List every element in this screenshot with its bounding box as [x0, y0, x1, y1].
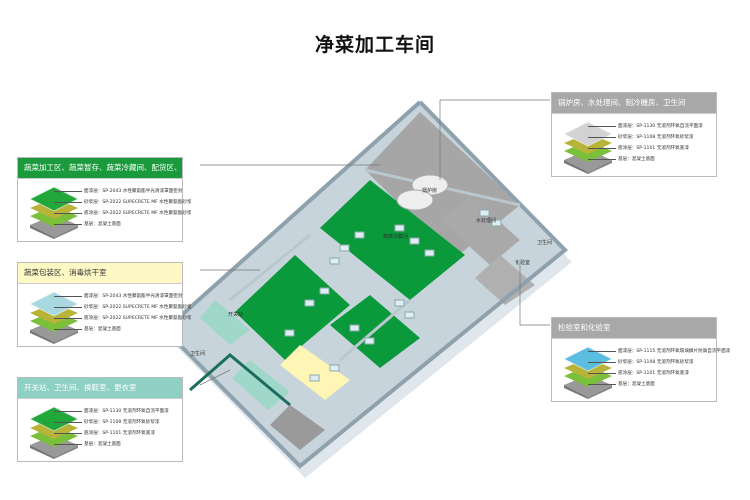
equipment-unit	[329, 257, 340, 265]
panel-heading: 检验室和化验室	[552, 318, 716, 338]
packing-area	[280, 345, 350, 400]
equipment-unit	[491, 219, 502, 227]
outer-wall	[162, 100, 568, 469]
room-label: 卫生间	[537, 239, 552, 246]
equipment-unit	[394, 224, 405, 232]
layer-label: 底涂层：SP-1101 无溶剂环氧底漆	[54, 428, 169, 439]
layer-label: 底涂层：SP-1101 无溶剂环氧底漆	[587, 368, 730, 379]
layer-label: 砂浆层：SP-2022 SUPECRETE MF 水性聚氨酯砂浆	[53, 197, 191, 208]
boiler-tank	[396, 189, 434, 211]
panel-vegetable-processing: 蔬菜加工区、蔬菜暂存、蔬菜冷藏间、配货区、净菜冷藏间 面漆层：SP-2043 水…	[17, 157, 191, 242]
floor-layers-icon	[28, 406, 80, 459]
layer-label: 基层：混凝土基面	[588, 154, 703, 165]
panel-vegetable-packing: 蔬菜包装区、消毒烘干室 面漆层：SP-2043 水性聚氨酯半光清漆罩面密封砂浆层…	[17, 262, 191, 347]
layer-label: 砂浆层：SP-1108 无溶剂环氧砂浆漆	[54, 417, 169, 428]
equipment-unit	[339, 244, 350, 252]
leader-line	[439, 99, 550, 180]
layer-label: 底涂层：SP-2022 SUPECRETE MF 水性聚氨酯砂浆	[53, 313, 191, 324]
leader-line	[519, 265, 550, 326]
equipment-unit	[329, 364, 340, 372]
storage-floor	[270, 405, 325, 450]
page-title: 净菜加工车间	[314, 34, 435, 56]
water-room-floor	[440, 195, 520, 265]
green-area-main	[320, 180, 465, 300]
panel-heading: 锅炉房、水处理间、制冷機房、卫生间	[552, 93, 716, 113]
equipment-unit	[409, 237, 420, 245]
green-area-left	[235, 255, 350, 360]
floor-layers-icon	[28, 291, 80, 344]
layer-label: 砂浆层：SP-1108 无溶剂环氧砂浆漆	[588, 132, 703, 143]
entrance-wall	[189, 353, 291, 407]
equipment-unit	[404, 311, 415, 319]
room-label: 卫生间	[190, 350, 205, 357]
floor-layers-icon	[562, 121, 614, 174]
wall	[229, 233, 311, 302]
room-label: 蔬菜冷藏间	[383, 233, 408, 240]
layer-label: 面漆层：SP-1130 无溶剂环氧自流平面漆	[54, 406, 169, 417]
layer-label: 底涂层：SP-2022 SUPECRETE MF 水性聚氨酯砂浆	[53, 208, 191, 219]
layer-label: 基层：混凝土基面	[53, 219, 191, 230]
floor-layers-icon	[28, 186, 80, 239]
panel-boiler-room: 锅炉房、水处理间、制冷機房、卫生间 面漆层：SP-1130 无溶剂环氧自流平面漆…	[551, 92, 717, 177]
equipment-unit	[394, 299, 405, 307]
panel-lab: 检验室和化验室 面漆层：SP-1115 无溶剂环氧玻璃鳞片防腐自流平面漆砂浆层：…	[551, 317, 730, 402]
panel-heading: 蔬菜包装区、消毒烘干室	[18, 263, 182, 283]
equipment-unit	[354, 231, 365, 239]
layer-label: 基层：混凝土基面	[53, 324, 191, 335]
leader-line	[199, 369, 231, 386]
layer-label: 面漆层：SP-1115 无溶剂环氧玻璃鳞片防腐自流平面漆	[587, 346, 730, 357]
panel-heading: 开关站、卫生间、换鞋室、更衣室	[18, 378, 182, 398]
layer-label: 面漆层：SP-2043 水性聚氨酯半光清漆罩面密封	[53, 291, 191, 302]
room-label: 水处理间	[476, 217, 496, 224]
panel-switch-station: 开关站、卫生间、换鞋室、更衣室 面漆层：SP-1130 无溶剂环氧自流平面漆砂浆…	[17, 377, 183, 462]
floor-layers-icon	[562, 346, 614, 399]
equipment-unit	[479, 209, 490, 217]
equipment-unit	[284, 329, 295, 337]
layer-label: 砂浆层：SP-2022 SUPECRETE MF 水性聚氨酯砂浆	[53, 302, 191, 313]
equipment-unit	[304, 299, 315, 307]
room-label: 化验室	[515, 259, 530, 266]
layer-label: 砂浆层：SP-1108 无溶剂环氧砂浆漆	[587, 357, 730, 368]
teal-area-2	[232, 360, 290, 410]
layer-label: 底涂层：SP-1101 无溶剂环氧底漆	[588, 143, 703, 154]
layer-label: 面漆层：SP-2043 水性聚氨酯半光清漆罩面密封	[53, 186, 191, 197]
equipment-unit	[424, 249, 435, 257]
teal-area-1	[200, 300, 250, 345]
equipment-unit	[309, 374, 320, 382]
equipment-unit	[349, 324, 360, 332]
equipment-unit	[319, 287, 330, 295]
layer-label: 面漆层：SP-1130 无溶剂环氧自流平面漆	[588, 121, 703, 132]
room-label: 开关站	[228, 311, 243, 318]
equipment-unit	[364, 337, 375, 345]
room-label: 锅炉房	[422, 187, 437, 194]
panel-heading: 蔬菜加工区、蔬菜暂存、蔬菜冷藏间、配货区、净菜冷藏间	[18, 158, 182, 192]
layer-label: 基层：混凝土基面	[54, 439, 169, 450]
layer-label: 基层：混凝土基面	[587, 379, 730, 390]
wall	[339, 298, 411, 362]
